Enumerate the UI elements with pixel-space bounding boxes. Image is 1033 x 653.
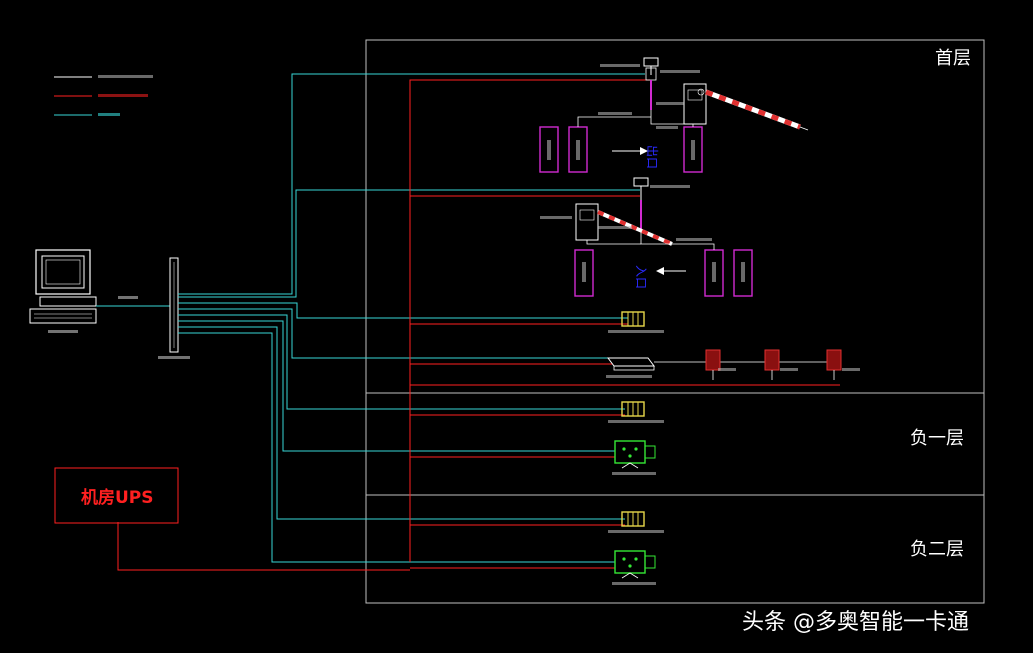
exit-gate-cabinet-icon: [683, 83, 707, 125]
find-car-camera-b2-icon: [612, 550, 656, 585]
network-switch-icon: [158, 257, 190, 359]
floor-label-b1: 负一层: [910, 428, 964, 449]
exit-lane: 出口: [539, 57, 809, 173]
entry-terminal-1: [574, 249, 594, 297]
entry-terminal-3: [733, 249, 753, 297]
entry-lpr-camera-icon: [633, 177, 649, 232]
watermark: 头条 @多奥智能一卡通: [742, 610, 969, 635]
floor-label-ground: 首层: [935, 48, 971, 69]
entry-lane: 入口: [540, 177, 753, 297]
guidance-host-ground-icon: [608, 311, 664, 333]
guidance-host-b1-icon: [608, 401, 664, 423]
network-trunk-lines: [178, 73, 645, 563]
legend: [54, 75, 153, 116]
entry-gate-cabinet-icon: [575, 203, 599, 241]
exit-terminal-1: [539, 126, 559, 173]
entry-label: 入口: [634, 265, 648, 289]
find-car-camera-b1-icon: [612, 440, 656, 475]
nvr-icon: [606, 357, 655, 378]
exit-barrier-arm-icon: [705, 89, 809, 131]
detector-unit-3-icon: [826, 349, 860, 380]
floor-label-b2: 负二层: [910, 539, 964, 560]
management-server-icon: [29, 249, 97, 333]
ups-box: 机房UPS: [54, 467, 179, 524]
detector-unit-1-icon: [705, 349, 736, 380]
ups-label: 机房UPS: [81, 487, 154, 508]
building-frame: [365, 39, 985, 604]
detector-unit-2-icon: [764, 349, 798, 380]
entry-barrier-arm-icon: [597, 210, 673, 246]
exit-label: 出口: [645, 145, 659, 169]
power-trunk-lines: [117, 79, 840, 571]
exit-lpr-camera-icon: [643, 57, 659, 110]
guidance-host-b2-icon: [608, 511, 664, 533]
